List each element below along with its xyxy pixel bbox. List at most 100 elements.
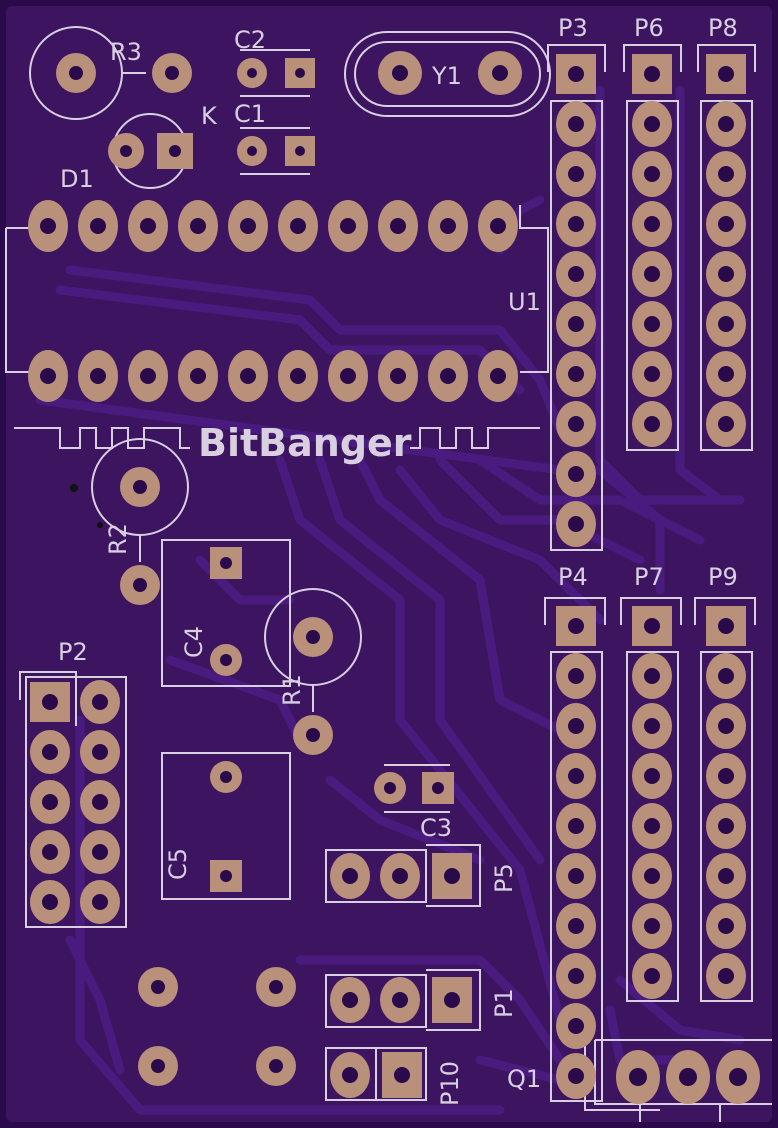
label-q1: Q1	[507, 1065, 541, 1093]
drill-hole	[644, 116, 660, 132]
drill-hole	[718, 216, 734, 232]
label-y1: Y1	[431, 62, 462, 90]
drill-hole	[440, 218, 456, 234]
drill-hole	[718, 266, 734, 282]
c5-footprint	[161, 752, 291, 900]
drill-hole	[644, 166, 660, 182]
drill-hole	[42, 844, 58, 860]
label-k: K	[201, 102, 218, 130]
drill-hole	[490, 368, 506, 384]
drill-hole	[42, 894, 58, 910]
drill-hole	[644, 718, 660, 734]
drill-hole	[92, 894, 108, 910]
drill-hole	[568, 66, 584, 82]
drill-hole	[568, 516, 584, 532]
drill-hole	[718, 968, 734, 984]
drill-hole	[644, 768, 660, 784]
drill-hole	[568, 166, 584, 182]
drill-hole	[90, 368, 106, 384]
drill-hole	[718, 768, 734, 784]
drill-hole	[568, 466, 584, 482]
drill-hole	[718, 116, 734, 132]
drill-hole	[568, 868, 584, 884]
drill-hole	[568, 316, 584, 332]
p2-header	[19, 671, 127, 928]
header-pads	[28, 54, 746, 1099]
title-banner: BitBanger	[14, 421, 540, 465]
drill-hole	[644, 416, 660, 432]
drill-hole	[390, 218, 406, 234]
drill-hole	[644, 216, 660, 232]
label-d1: D1	[60, 165, 94, 193]
drill-hole	[568, 968, 584, 984]
led-footprint	[108, 113, 193, 189]
drill-hole	[718, 366, 734, 382]
drill-hole	[92, 694, 108, 710]
drill-hole	[140, 218, 156, 234]
drill-hole	[290, 368, 306, 384]
drill-hole	[644, 266, 660, 282]
label-p5: P5	[490, 863, 518, 893]
drill-hole	[718, 618, 734, 634]
drill-hole	[644, 366, 660, 382]
drill-hole	[42, 794, 58, 810]
drill-hole	[92, 744, 108, 760]
drill-hole	[40, 368, 56, 384]
drill-hole	[568, 618, 584, 634]
drill-hole	[568, 1018, 584, 1034]
drill-hole	[718, 416, 734, 432]
label-p7: P7	[634, 563, 664, 591]
label-c2: C2	[234, 26, 266, 54]
drill-hole	[568, 116, 584, 132]
c3-footprint	[374, 764, 454, 813]
y1-footprint	[344, 31, 551, 117]
drill-hole	[568, 918, 584, 934]
drill-hole	[568, 668, 584, 684]
drill-hole	[644, 316, 660, 332]
switch-footprint	[138, 967, 296, 1086]
label-p4: P4	[558, 563, 588, 591]
drill-hole	[568, 1068, 584, 1084]
drill-hole	[340, 218, 356, 234]
label-p10: P10	[436, 1061, 464, 1106]
drill-hole	[90, 218, 106, 234]
board-title: BitBanger	[198, 421, 412, 465]
drill-hole	[718, 316, 734, 332]
drill-hole	[42, 694, 58, 710]
drill-hole	[568, 366, 584, 382]
c2-footprint	[237, 49, 315, 97]
drill-hole	[718, 166, 734, 182]
label-p6: P6	[634, 14, 664, 42]
drill-hole	[644, 66, 660, 82]
label-p8: P8	[708, 14, 738, 42]
label-r1: R1	[278, 674, 306, 706]
drill-hole	[490, 218, 506, 234]
drill-hole	[190, 218, 206, 234]
label-p3: P3	[558, 14, 588, 42]
drill-hole	[644, 668, 660, 684]
label-r3: R3	[110, 38, 142, 66]
drill-hole	[40, 218, 56, 234]
label-p1: P1	[490, 988, 518, 1018]
u1-footprint	[5, 205, 549, 373]
silkscreen-labels: R3 C2 Y1 C1 K D1 U1 R2 C4 R1 P2 C5 C3 P5…	[58, 14, 738, 1106]
drill-hole	[42, 744, 58, 760]
drill-hole	[568, 216, 584, 232]
drill-hole	[568, 266, 584, 282]
drill-hole	[644, 618, 660, 634]
p5-header	[325, 844, 481, 907]
header-outlines	[544, 44, 756, 1102]
label-c5: C5	[164, 848, 192, 880]
label-r2: R2	[104, 523, 132, 555]
drill-hole	[568, 718, 584, 734]
drill-hole	[568, 768, 584, 784]
drill-hole	[568, 416, 584, 432]
label-u1: U1	[508, 288, 541, 316]
label-p2: P2	[58, 638, 88, 666]
drill-hole	[240, 368, 256, 384]
drill-hole	[140, 368, 156, 384]
drill-hole	[718, 818, 734, 834]
drill-hole	[340, 368, 356, 384]
drill-hole	[644, 918, 660, 934]
label-c1: C1	[234, 100, 266, 128]
